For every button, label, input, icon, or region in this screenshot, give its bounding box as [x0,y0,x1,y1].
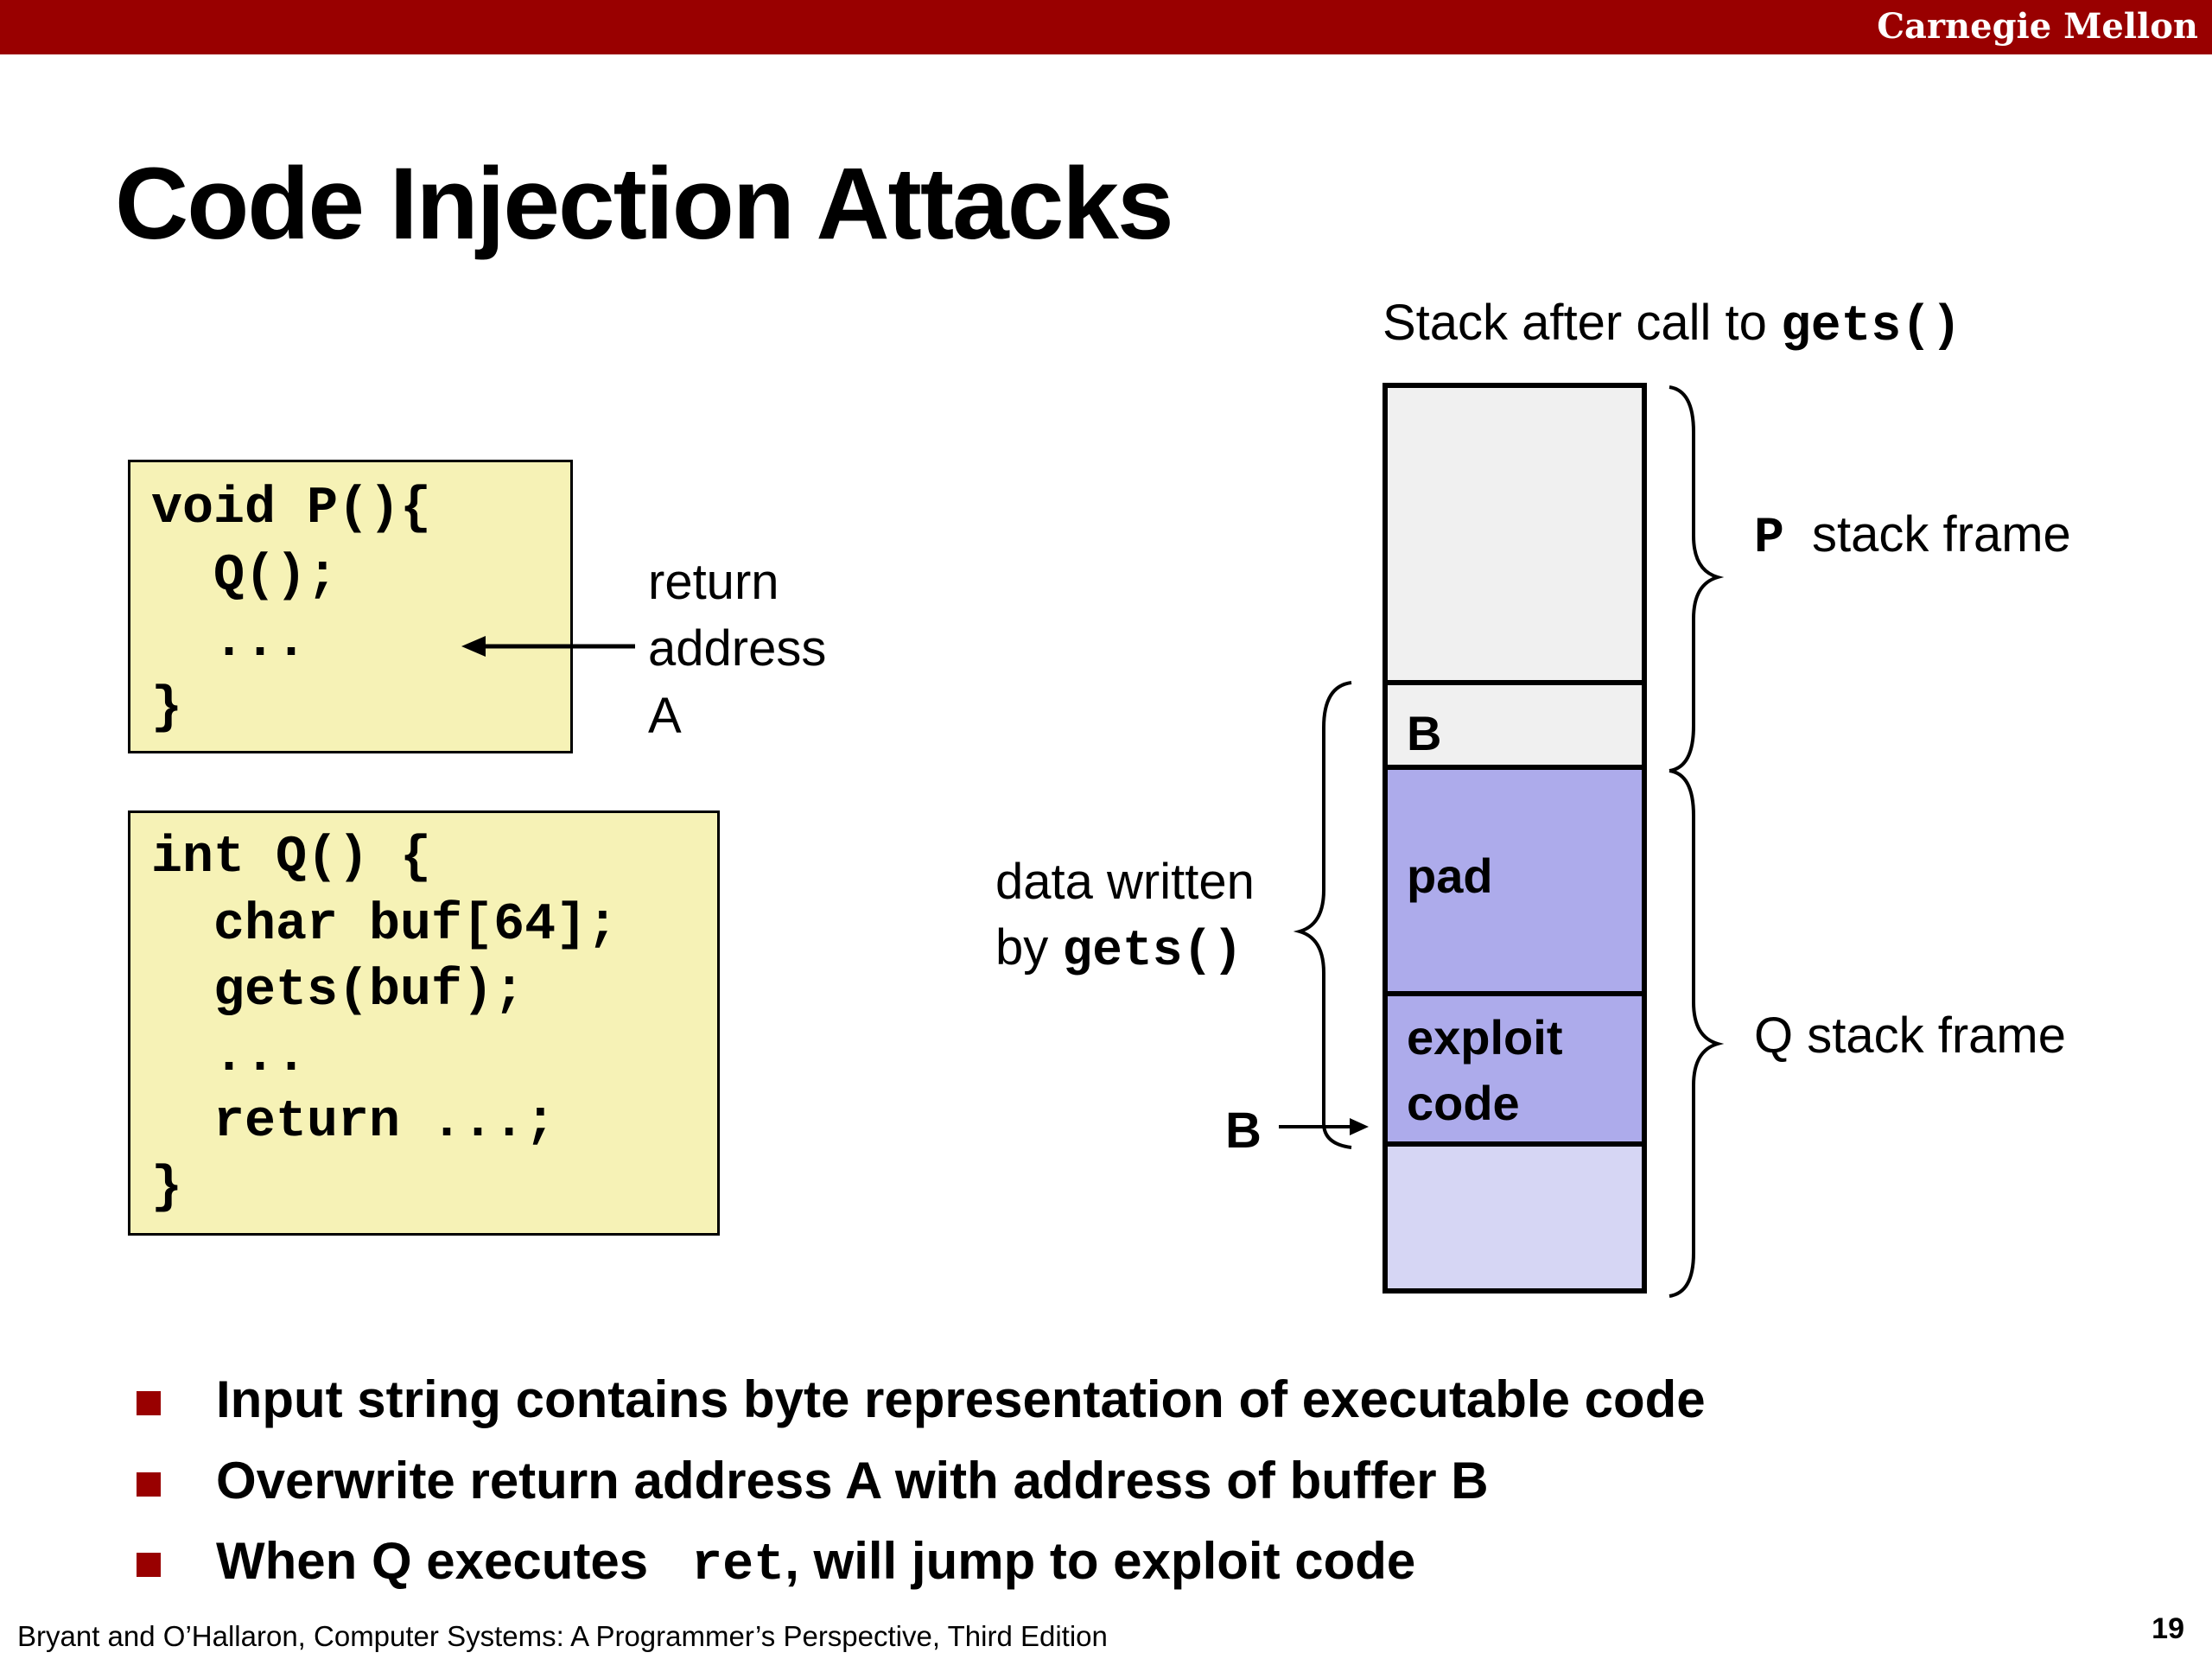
bullet-marker [137,1553,161,1577]
bullet-text: Input string contains byte representatio… [216,1370,1706,1428]
stack-segment-label: B [1407,706,1442,760]
code-line: gets(buf); [151,962,525,1020]
stack-segment-pad: pad [1388,770,1642,996]
code-box-q: int Q() { char buf[64]; gets(buf); ... r… [128,810,720,1236]
return-address-label-line1: return [648,554,779,610]
return-address-label-line3: A [648,688,682,744]
stack-segment-label: exploit code [1407,1010,1563,1130]
code-line: int Q() { [151,829,432,887]
code-box-p: void P(){ Q(); ... } [128,460,573,753]
p-frame-label: P stack frame [1754,510,2071,564]
bullet-marker [137,1391,161,1415]
bullet-text: When Q executes ret, will jump to exploi… [216,1535,1415,1592]
brand-name: Carnegie Mellon [1877,6,2198,47]
stack-caption-prefix: Stack after call to [1382,295,1781,351]
p-frame-brace [1669,385,1725,772]
stack-caption: Stack after call to gets() [1382,298,1961,353]
p-frame-text: stack frame [1812,506,2071,563]
code-line: } [151,1159,183,1217]
b-pointer-label: B [1225,1103,1262,1159]
bullet-prefix: When Q executes [216,1532,663,1590]
q-frame-brace [1669,769,1725,1298]
bullet-suffix: , will jump to exploit code [785,1532,1416,1590]
code-line: char buf[64]; [151,896,619,955]
stack-diagram: B pad exploit code [1382,383,1647,1294]
page-number: 19 [2152,1612,2184,1645]
q-frame-label: Q stack frame [1754,1007,2066,1064]
code-line: } [151,679,183,738]
bullet-code: ret [691,1536,785,1595]
code-line: ... [151,1027,308,1086]
frame-braces [1279,385,1725,1298]
footer-citation: Bryant and O’Hallaron, Computer Systems:… [17,1620,1108,1652]
stack-segment-label: pad [1407,849,1493,903]
p-frame-code: P [1754,511,1784,567]
data-written-line1: data written [995,854,1255,910]
data-written-brace [1293,681,1352,1149]
slide-title: Code Injection Attacks [115,147,1174,261]
bullet-text: Overwrite return address A with address … [216,1452,1489,1510]
code-line: void P(){ [151,480,432,538]
bullet-marker [137,1472,161,1497]
stack-segment-b: B [1388,685,1642,770]
data-written-code: gets() [1062,924,1243,980]
brand-bar [0,0,2212,54]
code-line: Q(); [151,547,339,606]
return-address-label-line2: address [648,620,827,677]
data-written-prefix: by [995,919,1063,976]
data-written-line2: by gets() [995,923,1243,977]
stack-segment-bottom [1388,1147,1642,1288]
return-address-arrow [461,636,635,657]
code-line: return ...; [151,1093,556,1152]
stack-segment-exploit-code: exploit code [1388,996,1642,1147]
stack-segment-top [1388,388,1642,685]
b-pointer-arrowhead [1350,1118,1369,1135]
stack-caption-code: gets() [1780,299,1961,355]
code-line: ... [151,613,308,671]
